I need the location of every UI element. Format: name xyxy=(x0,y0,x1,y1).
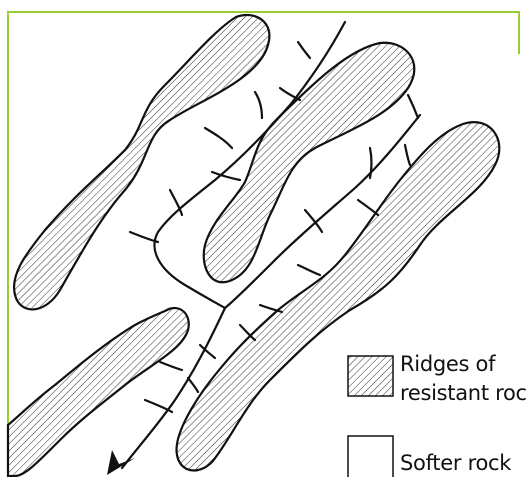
branch xyxy=(205,128,232,148)
ridge-resistant-rock-3 xyxy=(177,122,500,470)
branch xyxy=(408,95,418,118)
branch xyxy=(370,148,372,178)
branch xyxy=(130,232,158,242)
branch xyxy=(298,42,310,58)
legend-ridges-label-line1: Ridges of xyxy=(400,351,495,377)
branch xyxy=(145,400,172,412)
legend-ridges-label-line2: resistant rock xyxy=(400,380,526,406)
legend-softer-label: Softer rock xyxy=(400,450,511,476)
legend-softer-swatch xyxy=(348,436,393,477)
branch xyxy=(298,265,320,275)
ridge-resistant-rock-4 xyxy=(8,308,189,476)
legend-ridges-swatch xyxy=(348,356,393,396)
branch xyxy=(280,88,300,100)
branch xyxy=(255,92,262,118)
branch xyxy=(405,145,410,165)
flow-direction-arrow xyxy=(107,450,135,475)
branch xyxy=(188,378,198,392)
branch xyxy=(358,200,378,215)
branch xyxy=(160,362,182,370)
